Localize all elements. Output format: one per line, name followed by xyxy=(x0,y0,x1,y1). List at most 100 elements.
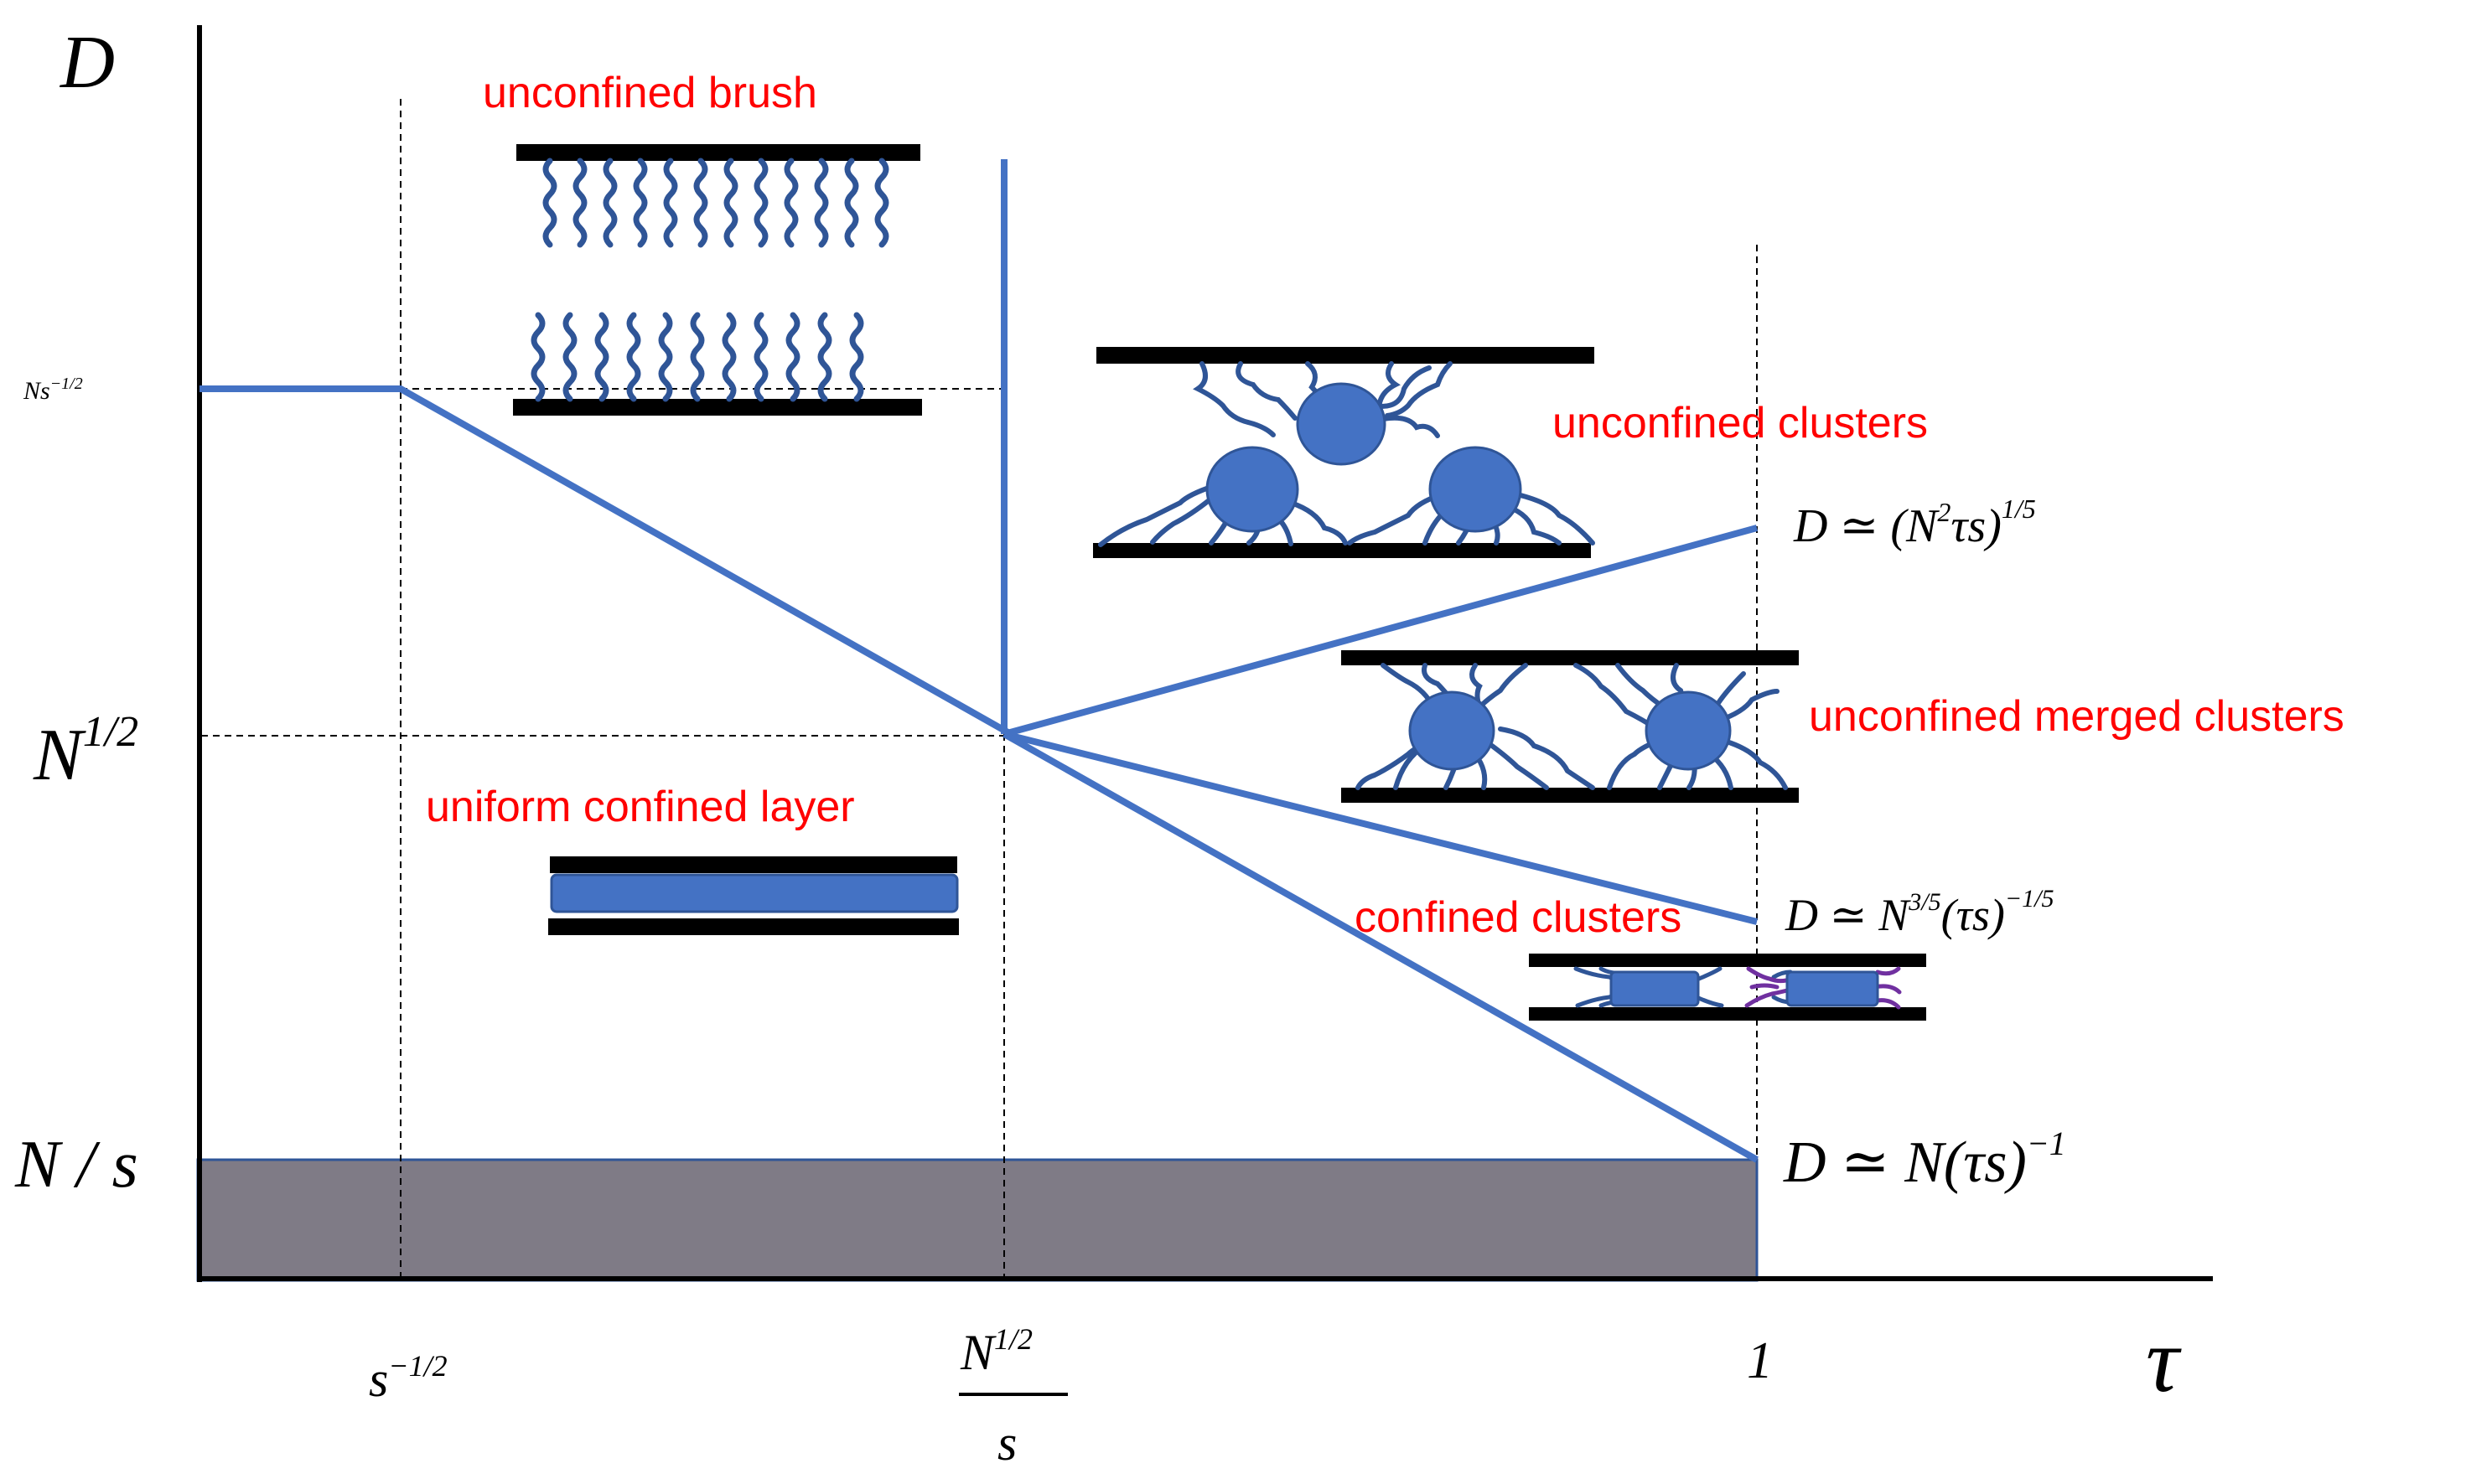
y-tick-n-half: N1/2 xyxy=(33,708,138,796)
chain xyxy=(1376,361,1401,412)
label-uniform-confined-layer: uniform confined layer xyxy=(426,783,855,831)
eq-upper-e1: 2 xyxy=(1937,497,1951,527)
clusters-bottom-plate xyxy=(1093,543,1591,558)
brush-chain xyxy=(633,158,648,248)
brush-chain xyxy=(626,312,641,402)
boundary-upper xyxy=(1002,525,1759,737)
x-axis-label: τ xyxy=(2146,1309,2182,1411)
brush-chain xyxy=(562,312,578,402)
eq-lower: D ≃ N(τs)−1 xyxy=(1783,1125,2066,1195)
brush-chain xyxy=(603,158,618,248)
brush-chain xyxy=(690,312,705,402)
merged-top-plate xyxy=(1341,650,1799,665)
chain xyxy=(1385,361,1453,418)
brush-chain xyxy=(723,158,738,248)
x-tick-frac-num-base: N xyxy=(960,1325,997,1380)
eq-upper-lhs: D ≃ (N xyxy=(1793,500,1940,552)
chain xyxy=(1716,689,1780,723)
confined-cluster xyxy=(1609,970,1700,1007)
eq-middle-e1: 3/5 xyxy=(1908,888,1940,916)
eq-upper: D ≃ (N2τs)1/5 xyxy=(1793,494,2036,552)
x-tick-frac-num: N1/2 xyxy=(960,1322,1033,1380)
chain xyxy=(1098,483,1216,547)
illustration-unconfined-brush xyxy=(513,144,922,416)
layer-bottom-plate xyxy=(548,918,959,935)
chain xyxy=(1515,492,1595,546)
brush-chain xyxy=(594,312,609,402)
chain xyxy=(1498,726,1595,790)
eq-lower-e1: −1 xyxy=(2027,1125,2066,1162)
brush-bottom-chains xyxy=(531,312,864,402)
brush-chain xyxy=(572,158,588,248)
brush-chain xyxy=(693,158,708,248)
illustration-uniform-confined-layer xyxy=(548,856,959,935)
eq-middle: D ≃ N3/5(τs)−1/5 xyxy=(1785,885,2054,940)
phase-boundaries xyxy=(199,159,1759,1163)
cluster-blob xyxy=(1645,690,1732,771)
label-confined-clusters: confined clusters xyxy=(1355,893,1681,942)
confined-bottom-plate xyxy=(1529,1007,1926,1021)
label-unconfined-brush: unconfined brush xyxy=(483,69,817,117)
label-unconfined-clusters: unconfined clusters xyxy=(1552,399,1928,447)
brush-bottom-plate xyxy=(513,399,922,416)
brush-chain xyxy=(754,312,769,402)
chain xyxy=(1749,983,1780,990)
y-tick-ns-exp: −1/2 xyxy=(50,375,83,393)
cluster-blob xyxy=(1428,446,1522,533)
chain xyxy=(1381,415,1440,438)
y-tick-ns: Ns−1/2 xyxy=(23,375,83,405)
x-tick-s-half: s−1/2 xyxy=(369,1349,448,1407)
illustration-unconfined-clusters xyxy=(1093,347,1595,558)
brush-chain xyxy=(844,158,859,248)
brush-chain xyxy=(754,158,769,248)
chain xyxy=(1372,365,1432,409)
chain xyxy=(1694,995,1724,1008)
illustration-unconfined-merged-clusters xyxy=(1341,650,1799,803)
brush-chain xyxy=(785,312,800,402)
eq-lower-lhs: D ≃ N(τs) xyxy=(1783,1130,2027,1195)
label-unconfined-merged-clusters: unconfined merged clusters xyxy=(1809,692,2344,741)
chain xyxy=(1489,743,1549,790)
chain xyxy=(1477,663,1528,710)
chain xyxy=(1506,504,1562,546)
brush-top-chains xyxy=(542,158,889,248)
x-tick-one: 1 xyxy=(1747,1332,1773,1389)
chain xyxy=(1288,500,1348,546)
y-tick-n-half-exp: 1/2 xyxy=(83,708,138,756)
boundary-brush-top xyxy=(199,385,1013,737)
x-tick-frac-num-exp: 1/2 xyxy=(994,1322,1033,1356)
y-tick-n-half-base: N xyxy=(33,715,86,796)
cluster-blob xyxy=(1296,382,1386,466)
eq-middle-mid: (τs) xyxy=(1941,890,2005,940)
y-tick-ns-base: Ns xyxy=(23,377,50,405)
chain xyxy=(1875,966,1901,976)
excluded-region xyxy=(196,1158,1759,1282)
x-tick-s-half-base: s xyxy=(369,1352,388,1407)
merged-bottom-plate xyxy=(1341,788,1799,803)
chain xyxy=(1347,492,1444,546)
boundary-middle xyxy=(1003,731,1758,925)
chain xyxy=(1875,998,1901,1010)
brush-top-plate xyxy=(516,144,920,161)
cluster-blob xyxy=(1408,690,1495,771)
chain xyxy=(1615,663,1666,710)
brush-chain xyxy=(784,158,799,248)
brush-chain xyxy=(874,158,889,248)
illustration-confined-clusters xyxy=(1529,954,1926,1021)
brush-chain xyxy=(663,158,678,248)
clusters-top-plate xyxy=(1096,347,1594,364)
x-tick-frac-den: s xyxy=(997,1415,1017,1471)
confined-cluster xyxy=(1785,970,1879,1007)
eq-middle-e2: −1/5 xyxy=(2005,885,2054,913)
eq-middle-lhs: D ≃ N xyxy=(1785,890,1911,940)
confined-chains-purple xyxy=(1744,966,1902,1010)
brush-chain xyxy=(542,158,557,248)
brush-chain xyxy=(849,312,864,402)
chain xyxy=(1193,361,1276,437)
guide-lines xyxy=(201,99,1758,1280)
y-axis-label: D xyxy=(59,21,115,104)
brush-chain xyxy=(817,312,832,402)
cluster-blob xyxy=(1205,446,1299,533)
brush-chain xyxy=(658,312,673,402)
